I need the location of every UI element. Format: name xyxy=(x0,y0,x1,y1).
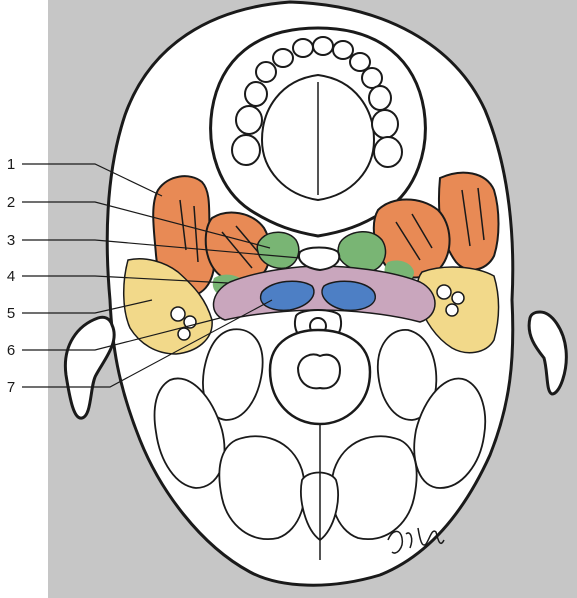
label-7: 7 xyxy=(4,378,18,398)
label-2: 2 xyxy=(4,193,18,213)
label-3: 3 xyxy=(4,231,18,251)
label-4: 4 xyxy=(4,267,18,287)
left-ear xyxy=(65,317,114,418)
label-5: 5 xyxy=(4,304,18,324)
spinal-cord xyxy=(298,355,340,389)
label-1: 1 xyxy=(4,155,18,175)
label-6: 6 xyxy=(4,341,18,361)
right-ear xyxy=(529,312,566,394)
